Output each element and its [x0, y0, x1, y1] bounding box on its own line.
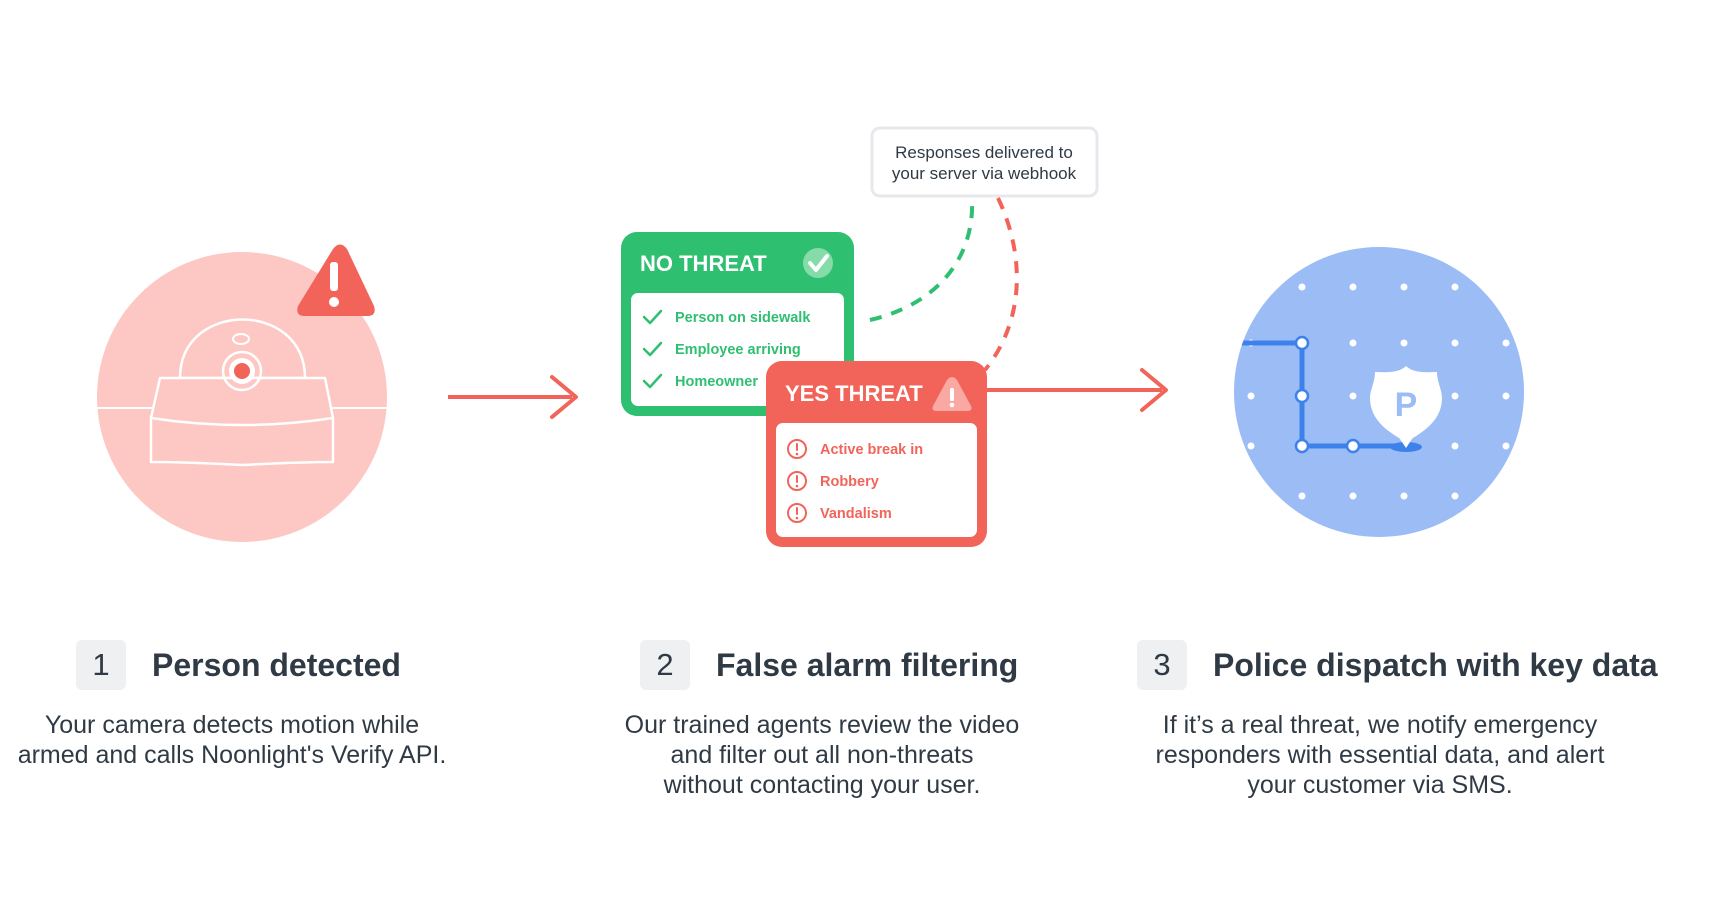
check-circle-icon [803, 248, 833, 278]
yes-threat-card-body [776, 423, 977, 537]
step-2-description: Our trained agents review the video and … [624, 711, 1020, 799]
green-webhook-connector [869, 197, 975, 322]
checkmark-icon [642, 341, 663, 357]
warning-triangle-icon [932, 377, 972, 411]
checkmark-icon [642, 309, 663, 325]
yes-threat-item: Active break in [787, 439, 923, 459]
alert-triangle-icon [297, 244, 375, 316]
no-threat-item: Homeowner [642, 373, 758, 390]
route-waypoints [1294, 335, 1361, 454]
step-3-number: 3 [1137, 640, 1187, 690]
step-3-heading: 3 Police dispatch with key data [1137, 640, 1658, 690]
no-threat-item: Person on sidewalk [642, 309, 811, 326]
exclamation-circle-icon [787, 439, 807, 459]
yes-threat-item-label: Robbery [820, 474, 879, 490]
step-1-title: Person detected [152, 646, 401, 683]
step-1-description: Your camera detects motion while armed a… [17, 711, 447, 769]
police-badge-icon: P [1370, 366, 1442, 452]
no-threat-title: NO THREAT [640, 251, 767, 276]
arrow-step2-to-step3 [980, 368, 1168, 412]
camera-illustration [97, 244, 387, 542]
callout-line-2: your server via webhook [892, 164, 1077, 183]
step-1-heading: 1 Person detected [76, 640, 401, 690]
webhook-callout: Responses delivered to your server via w… [870, 126, 1099, 198]
step-1-number: 1 [76, 640, 126, 690]
yes-threat-item: Vandalism [787, 503, 892, 523]
police-map-illustration: P [1234, 247, 1524, 537]
camera-record-dot [234, 363, 250, 379]
no-threat-item-label: Person on sidewalk [675, 310, 811, 326]
yes-threat-item: Robbery [787, 471, 879, 491]
camera-dome [178, 318, 307, 380]
step-2-title: False alarm filtering [716, 646, 1019, 683]
step-2-number: 2 [640, 640, 690, 690]
police-badge-letter: P [1395, 386, 1418, 424]
exclamation-circle-icon [787, 503, 807, 523]
no-threat-item: Employee arriving [642, 341, 801, 358]
yes-threat-item-label: Active break in [820, 442, 923, 458]
no-threat-item-label: Employee arriving [675, 342, 801, 358]
callout-line-1: Responses delivered to [895, 143, 1073, 162]
step-3-description: If it’s a real threat, we notify emergen… [1155, 711, 1605, 799]
arrow-step1-to-step2 [448, 375, 578, 419]
step-2-heading: 2 False alarm filtering [640, 640, 1018, 690]
checkmark-icon [642, 373, 663, 389]
camera-sensor [232, 333, 250, 345]
exclamation-circle-icon [787, 471, 807, 491]
red-webhook-connector [983, 197, 1019, 372]
camera-housing [149, 376, 335, 467]
camera-housing-rim [150, 416, 334, 427]
no-threat-item-label: Homeowner [675, 374, 758, 390]
yes-threat-title: YES THREAT [785, 381, 923, 406]
step-3-title: Police dispatch with key data [1213, 646, 1658, 683]
camera-lens-ring [221, 350, 263, 392]
yes-threat-card: YES THREAT Active break in Robbery [766, 361, 987, 547]
yes-threat-item-label: Vandalism [820, 506, 892, 522]
